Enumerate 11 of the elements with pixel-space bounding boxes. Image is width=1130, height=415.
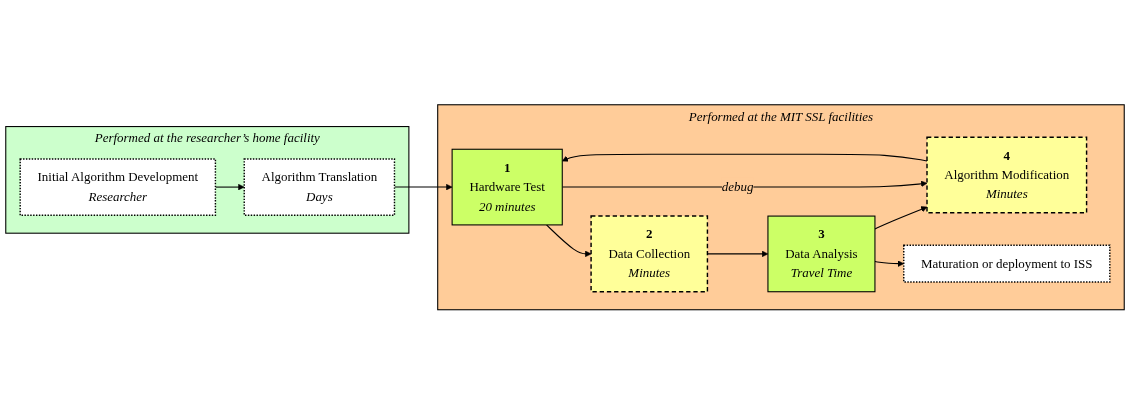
- edge-label: debug: [721, 179, 754, 195]
- arrow: [874, 206, 928, 230]
- node-box: Maturation or deployment to ISS: [903, 244, 1111, 283]
- node-box: Algorithm Translation Days: [243, 158, 396, 217]
- arrow: [546, 224, 592, 258]
- node-box: 4 Algorithm Modification Minutes: [926, 136, 1088, 214]
- node-box: 1 Hardware Test 20 minutes: [451, 148, 563, 226]
- node-box: 3 Data Analysis Travel Time: [767, 215, 876, 293]
- node-box: Initial Algorithm Development Researcher: [19, 158, 217, 217]
- arrow: [562, 154, 928, 162]
- node-box: 2 Data Collection Minutes: [590, 215, 709, 293]
